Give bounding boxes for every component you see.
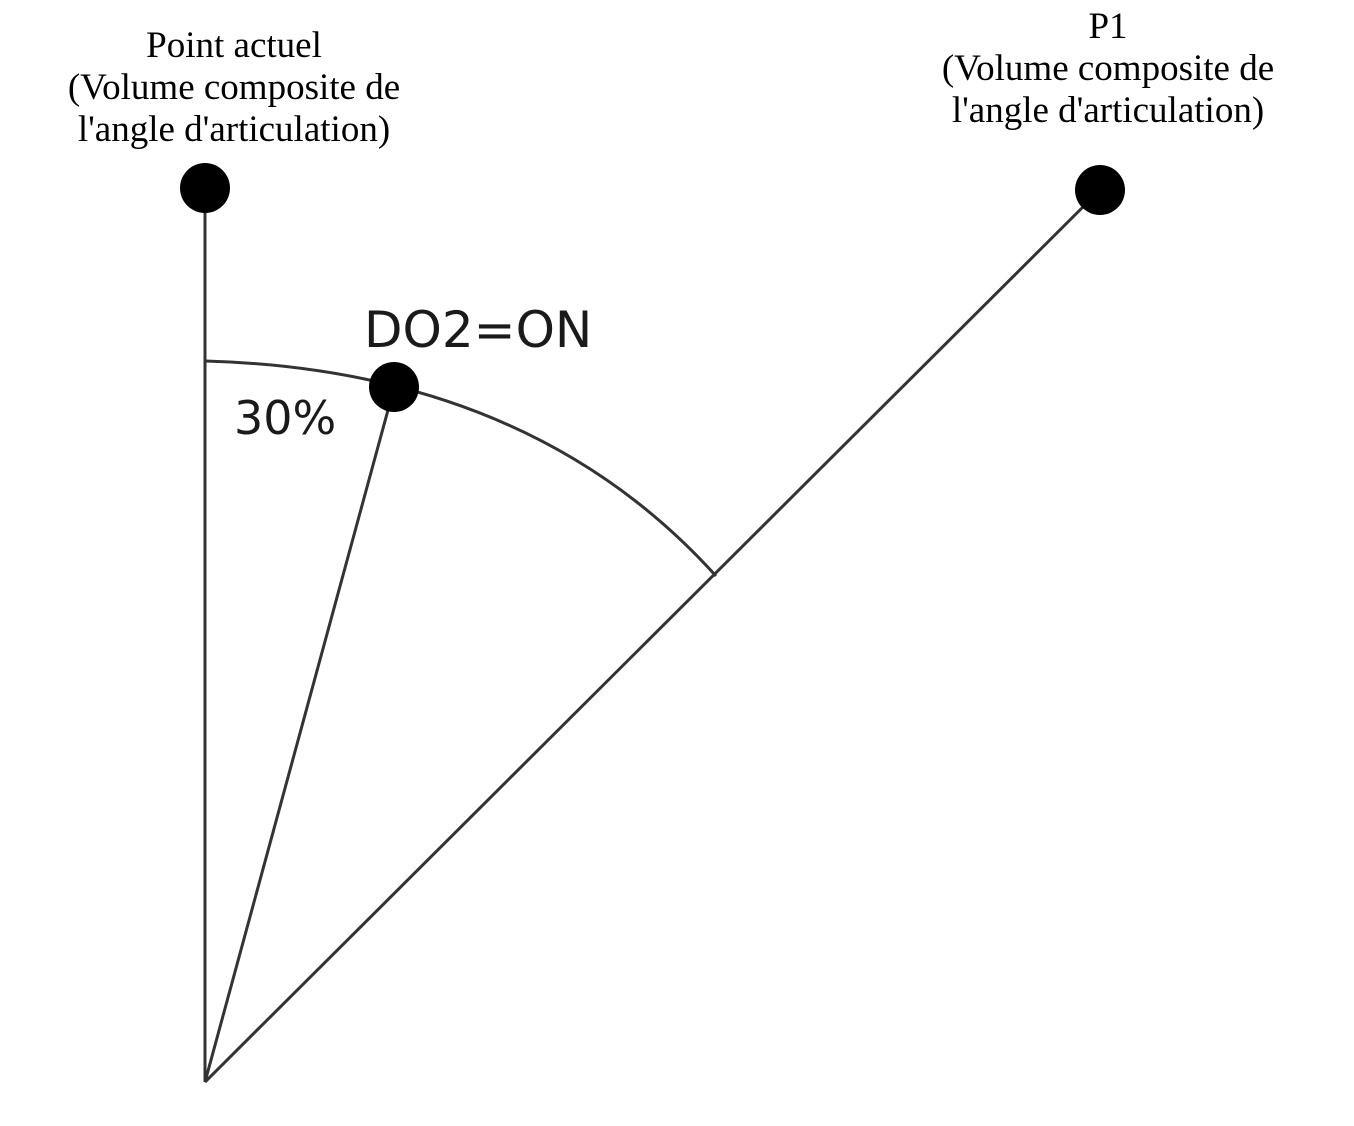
digital-output-label: DO2=ON [364, 301, 593, 359]
trigger-percent-label: 30% [234, 391, 337, 445]
p1-point-subtitle-line-1: (Volume composite de [941, 48, 1275, 89]
trigger-ray [203, 387, 396, 1083]
current-point-title: Point actuel [146, 25, 322, 66]
current-point-dot [180, 163, 230, 213]
p1-point-label: P1 (Volume composite de l'angle d'articu… [908, 6, 1308, 132]
p1-ray [203, 188, 1102, 1084]
current-point-subtitle-line-2: l'angle d'articulation) [77, 109, 391, 150]
p1-point-dot [1075, 165, 1125, 215]
p1-point-subtitle-line-2: l'angle d'articulation) [951, 90, 1265, 131]
trigger-point-dot [369, 362, 419, 412]
p1-point-title: P1 [1088, 6, 1128, 47]
current-point-label: Point actuel (Volume composite de l'angl… [34, 25, 434, 151]
current-point-subtitle-line-1: (Volume composite de [67, 67, 401, 108]
angle-arc [204, 359, 718, 578]
